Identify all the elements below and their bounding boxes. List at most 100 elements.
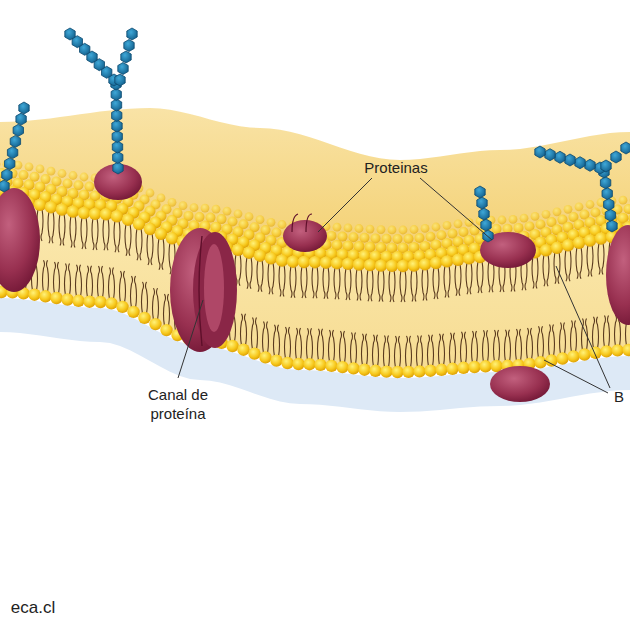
lipid-head [364,259,376,271]
sugar-unit [13,124,23,136]
lipid-tail [241,314,243,346]
lipid-head [551,242,563,254]
lipid-head [622,344,630,356]
lipid-head [265,252,277,264]
lipid-head [34,199,46,211]
lipid-tail [443,334,445,366]
lipid-head [56,203,68,215]
lipid-head [190,203,199,212]
lipid-head [325,360,337,372]
lipid-tail [113,267,115,299]
lipid-tail [103,218,105,250]
lipid-head [619,196,628,205]
lipid-head [531,212,540,221]
lipid-tail [399,336,401,368]
lipid-tail [494,330,496,362]
sugar-unit [124,40,134,52]
sugar-unit [555,151,565,163]
lipid-head [303,358,315,370]
lipid-head [201,204,210,213]
lipid-tail [410,336,412,368]
lipid-head [149,318,161,330]
watermark: eca.cl [3,598,63,617]
lipid-tail [124,271,126,303]
lipid-tail [477,261,479,293]
lipid-tail [593,317,595,349]
lipid-tail [488,260,490,292]
lipid-head [413,365,425,377]
lipid-tail [169,242,171,274]
lipid-head [441,255,453,267]
lipid-tail [257,260,259,292]
part-label: Canal de proteína [128,385,228,423]
lipid-head [595,232,607,244]
lipid-head [72,295,84,307]
lipid-tail [256,318,258,350]
lipid-tail [476,331,478,363]
sugar-unit [621,142,630,154]
lipid-tail [63,213,65,245]
lipid-tail [252,318,254,350]
lipid-head [366,225,375,234]
lipid-tail [571,320,573,352]
lipid-head [195,212,205,222]
lipid-head [105,297,117,309]
lipid-head [578,348,590,360]
lipid-tail [48,211,50,243]
lipid-tail [129,224,131,256]
lipid-head [69,171,78,180]
lipid-tail [587,245,589,277]
lipid-tail [388,336,390,368]
lipid-head [122,214,134,226]
lipid-head [28,289,40,301]
lipid-head [388,226,397,235]
lipid-head [259,351,271,363]
leader-line [318,178,372,232]
lipid-tail [80,265,82,297]
peripheral-protein [283,220,327,252]
lipid-tail [575,320,577,352]
lipid-tail [323,267,325,299]
lipid-tail [509,330,511,362]
lipid-tail [338,267,340,299]
integral-protein [0,188,40,292]
lipid-tail [87,266,89,298]
lipid-tail [564,322,566,354]
lipid-tail [91,266,93,298]
lipid-tail [65,264,67,296]
sugar-unit [118,63,128,75]
lipid-tail [261,260,263,292]
lipid-head [443,221,452,230]
sugar-unit [2,169,12,181]
lipid-tail [433,267,435,299]
lipid-tail [114,220,116,252]
lipid-head [358,364,370,376]
lipid-tail [604,315,606,347]
lipid-tail [239,254,241,286]
lipid-tail [268,262,270,294]
lipid-head [133,218,145,230]
lipid-tail [272,262,274,294]
lipid-head [331,257,343,269]
lipid-tail [549,324,551,356]
lipid-head [430,257,442,269]
lipid-head [479,360,491,372]
lipid-tail [439,334,441,366]
lipid-tail [58,262,60,294]
lipid-tail [465,332,467,364]
lipid-head [138,312,150,324]
sugar-unit [481,219,491,231]
lipid-tail [466,262,468,294]
channel-pore [204,244,224,332]
sugar-unit [5,158,15,170]
lipid-head [287,256,299,268]
lipid-tail [459,264,461,296]
lipid-head [452,254,464,266]
lipid-tail [263,321,265,353]
lipid-head [509,215,518,224]
lipid-tail [43,260,45,292]
lipid-head [80,173,89,182]
channel-protein [193,232,237,348]
lipid-tail [164,294,166,326]
